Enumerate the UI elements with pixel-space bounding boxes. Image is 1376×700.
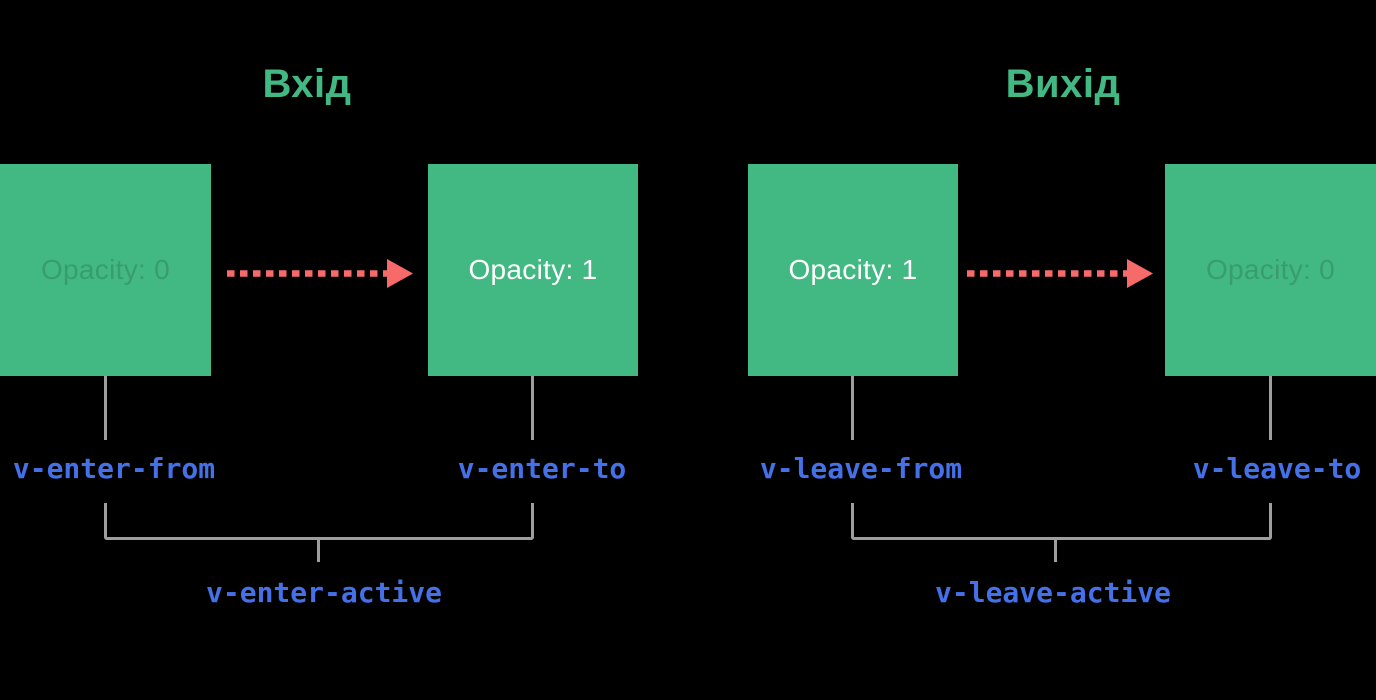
leave-from-class-label: v-leave-from: [759, 452, 963, 485]
leave-section-title: Вихід: [1005, 62, 1121, 106]
leave-to-box: Opacity: 0: [1165, 164, 1376, 376]
enter-dashed-arrow-icon: [227, 259, 413, 288]
enter-from-box: Opacity: 0: [0, 164, 211, 376]
leave-active-bracket-stem: [1054, 540, 1057, 562]
leave-to-opacity-label: Opacity: 0: [1205, 254, 1336, 285]
enter-to-box: Opacity: 1: [428, 164, 638, 376]
enter-to-connector-line: [531, 376, 534, 440]
enter-from-opacity-label: Opacity: 0: [40, 254, 171, 285]
enter-section-title: Вхід: [262, 62, 352, 106]
enter-from-class-label: v-enter-from: [12, 452, 216, 485]
enter-active-bracket-stem: [317, 540, 320, 562]
enter-active-class-label: v-enter-active: [205, 576, 443, 609]
leave-active-class-label: v-leave-active: [934, 576, 1172, 609]
leave-to-connector-line: [1269, 376, 1272, 440]
enter-to-opacity-label: Opacity: 1: [468, 254, 598, 285]
leave-active-bracket: [851, 503, 1272, 540]
leave-from-opacity-label: Opacity: 1: [788, 254, 918, 285]
leave-from-connector-line: [851, 376, 854, 440]
leave-dashed-arrow-icon: [967, 259, 1153, 288]
enter-active-bracket: [104, 503, 534, 540]
leave-to-class-label: v-leave-to: [1192, 452, 1362, 485]
enter-from-connector-line: [104, 376, 107, 440]
enter-to-class-label: v-enter-to: [457, 452, 627, 485]
leave-from-box: Opacity: 1: [748, 164, 958, 376]
